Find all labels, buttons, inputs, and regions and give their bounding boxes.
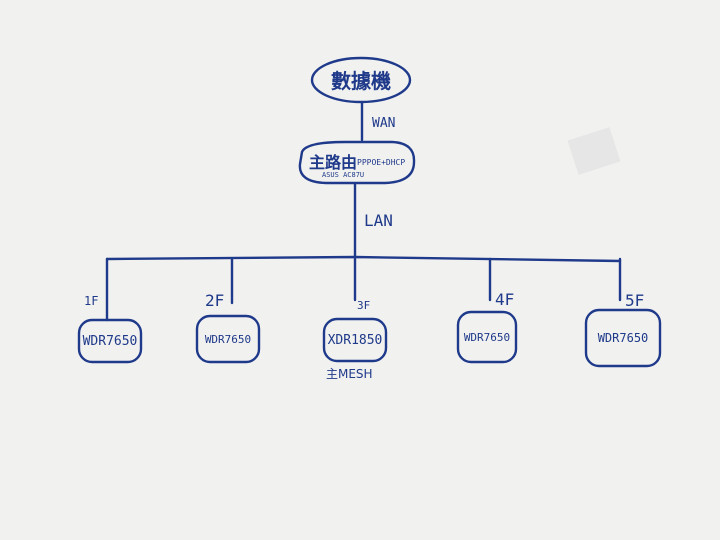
floor-device-label: WDR7650 (464, 331, 510, 344)
modem-node-outline (310, 56, 412, 104)
floor-label: 2F (205, 291, 224, 310)
floor-label: 1F (84, 294, 98, 308)
floor-label: 5F (625, 291, 644, 310)
floor-node-4: 4F WDR7650 (456, 257, 518, 364)
floor-device-label: WDR7650 (83, 334, 138, 349)
main-router-mode: PPPOE+DHCP (357, 158, 405, 167)
floor-device-label: WDR7650 (205, 333, 251, 346)
floor-label: 3F (357, 299, 370, 312)
lan-link-label: LAN (364, 211, 393, 230)
floor-node-1: 1F WDR7650 (77, 257, 143, 364)
floor-device-box (195, 314, 261, 364)
distribution-bus-line (105, 255, 622, 263)
wan-link-label: WAN (372, 116, 395, 131)
floor-device-box (584, 308, 662, 368)
main-router-node-outline (298, 140, 416, 185)
modem-node: 數據機 (310, 56, 412, 104)
sticky-note (567, 127, 621, 175)
main-router-label: 主路由 (309, 153, 357, 172)
floor-node-2: 2F WDR7650 (195, 257, 261, 364)
floor-device-label: WDR7650 (598, 331, 649, 345)
floor-device-box (456, 310, 518, 364)
floor-node-3: 3F XDR1850 主MESH (322, 257, 388, 381)
modem-label: 數據機 (331, 69, 391, 93)
floor-label: 4F (495, 290, 514, 309)
floor-node-5: 5F WDR7650 (584, 257, 662, 368)
floor-device-label: XDR1850 (328, 333, 383, 348)
main-router-node: 主路由 PPPOE+DHCP ASUS AC87U (298, 140, 416, 185)
floor-device-box (77, 318, 143, 364)
floor-branches: 1F WDR7650 2F WDR7650 3F XDR1850 主MESH 4F WDR765… (77, 257, 662, 381)
floor-device-box (322, 317, 388, 363)
mesh-role-label: 主MESH (326, 367, 373, 381)
main-router-model: ASUS AC87U (322, 171, 364, 179)
